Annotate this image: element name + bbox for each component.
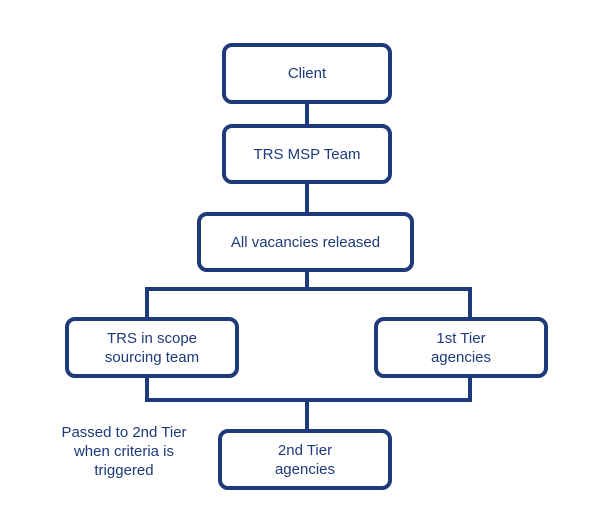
node-tier2-agencies: 2nd Tier agencies [218, 429, 392, 490]
node-tier2-agencies-label: 2nd Tier agencies [274, 441, 336, 478]
node-sourcing-team: TRS in scope sourcing team [65, 317, 239, 378]
node-client-label: Client [287, 65, 327, 82]
node-vacancies-released-label: All vacancies released [230, 233, 381, 251]
node-vacancies-released: All vacancies released [197, 212, 414, 272]
node-sourcing-team-label: TRS in scope sourcing team [104, 329, 200, 366]
node-msp-team: TRS MSP Team [222, 124, 392, 184]
tier2-criteria-annotation: Passed to 2nd Tier when criteria is trig… [61, 424, 187, 479]
node-tier1-agencies: 1st Tier agencies [374, 317, 548, 378]
node-client: Client [222, 43, 392, 104]
node-tier1-agencies-label: 1st Tier agencies [430, 329, 492, 366]
node-msp-team-label: TRS MSP Team [253, 145, 361, 163]
